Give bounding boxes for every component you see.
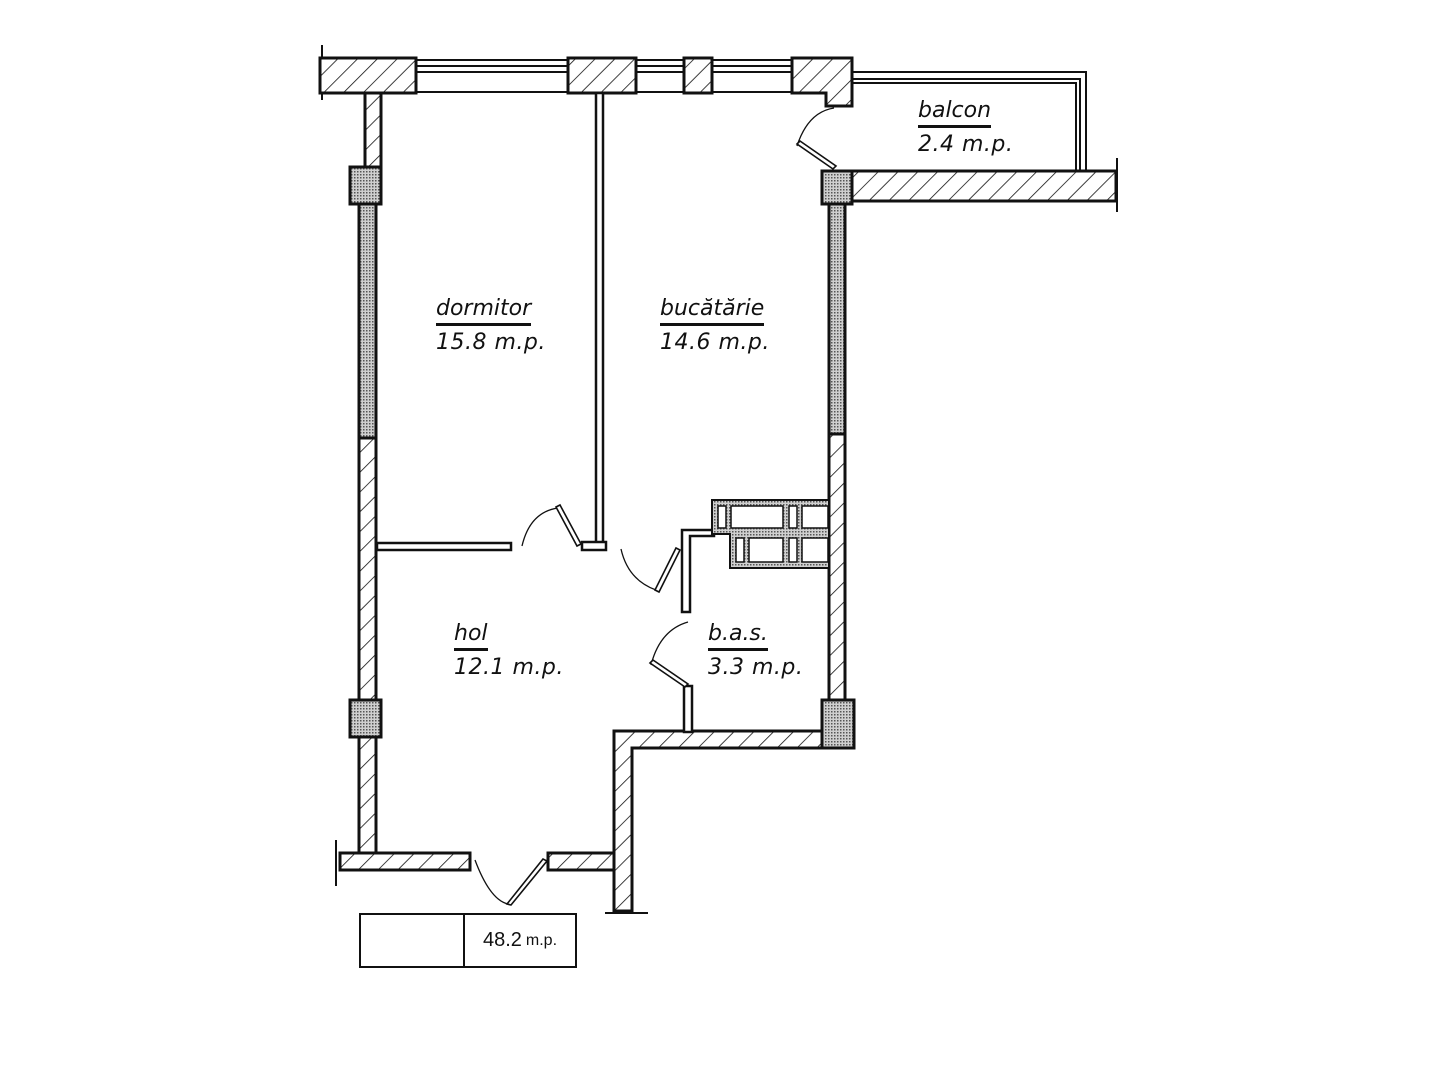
room-label-bas: b.a.s. 3.3 m.p. <box>708 623 803 679</box>
door-bucatarie <box>620 546 682 594</box>
left-exterior-wall <box>335 91 383 886</box>
bottom-walls <box>338 729 824 914</box>
door-bas <box>648 621 690 689</box>
door-balcony <box>795 107 838 171</box>
room-area: 2.4 m.p. <box>918 132 1014 157</box>
balcony-wall <box>850 158 1118 212</box>
room-label-dormitor: dormitor 15.8 m.p. <box>436 298 546 354</box>
window-glazing <box>416 59 792 93</box>
door-entrance <box>474 857 549 906</box>
ventilation-shaft <box>711 499 830 569</box>
interior-partitions <box>375 91 716 734</box>
room-name: balcon <box>918 100 992 128</box>
total-area-box: 48.2 m.p. <box>359 913 577 968</box>
door-dormitor <box>521 503 583 548</box>
room-area: 14.6 m.p. <box>660 330 770 355</box>
total-area-value-cell: 48.2 m.p. <box>465 915 575 966</box>
room-area: 3.3 m.p. <box>708 655 804 680</box>
room-label-hol: hol 12.1 m.p. <box>454 623 564 679</box>
room-name: hol <box>454 623 488 651</box>
room-name: b.a.s. <box>708 623 768 651</box>
balcony-railing <box>852 71 1087 170</box>
room-area: 15.8 m.p. <box>436 330 546 355</box>
room-name: dormitor <box>436 298 532 326</box>
total-area-value: 48.2 <box>482 929 522 951</box>
room-name: bucătărie <box>660 298 765 326</box>
total-area-unit: m.p. <box>525 931 558 949</box>
room-area: 12.1 m.p. <box>454 655 564 680</box>
total-area-label-cell <box>361 915 465 966</box>
room-label-bucatarie: bucătărie 14.6 m.p. <box>660 298 770 354</box>
right-exterior-wall <box>820 169 856 750</box>
top-exterior-wall <box>318 45 854 108</box>
room-label-balcon: balcon 2.4 m.p. <box>918 100 1013 156</box>
